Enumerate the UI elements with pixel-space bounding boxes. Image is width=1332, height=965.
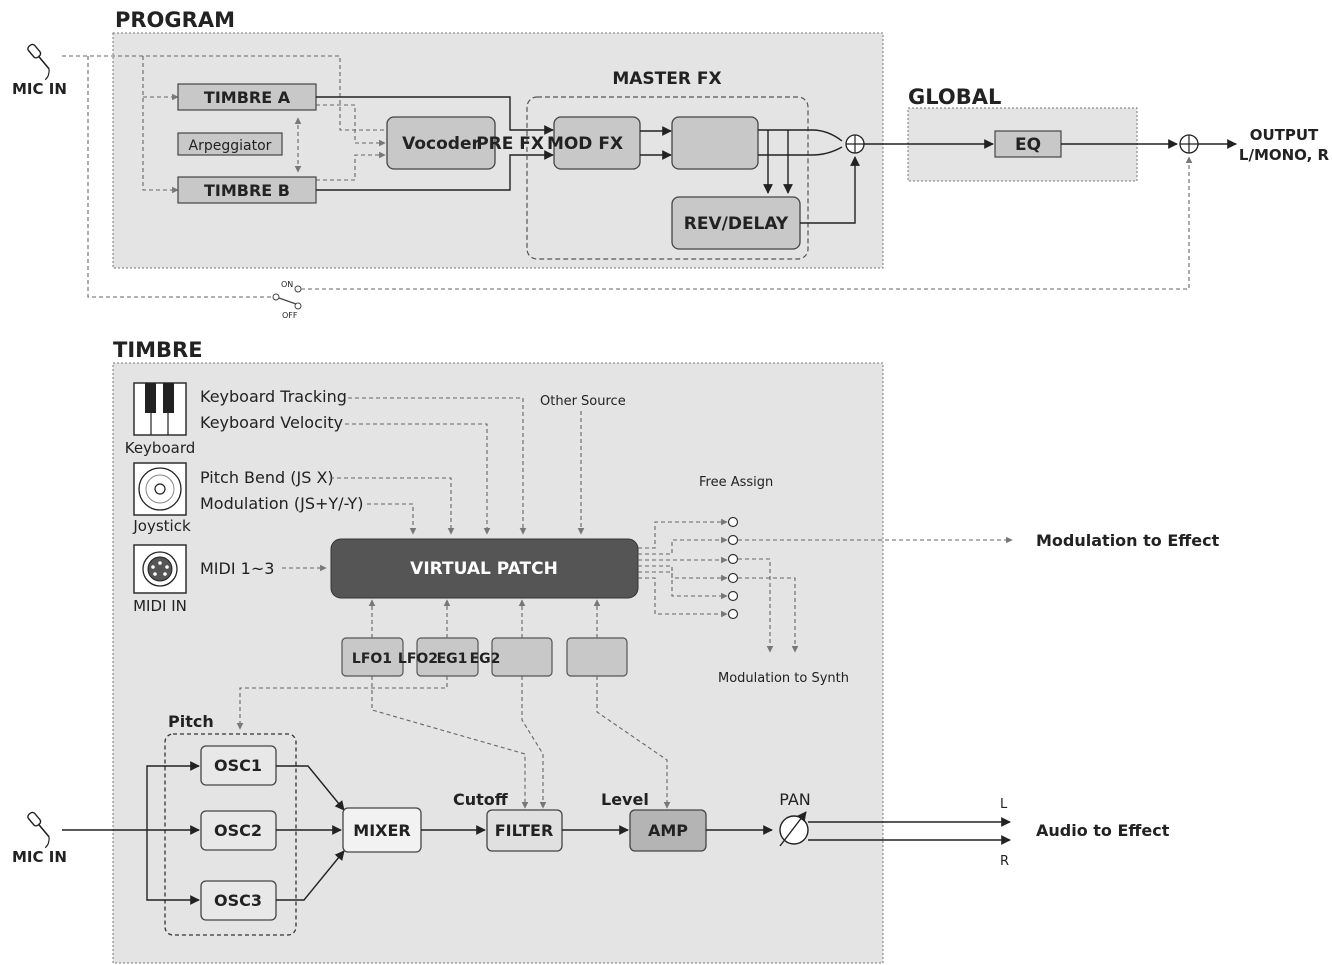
timbre-a-block [177, 83, 317, 111]
master-fx-title: MASTER FX [612, 69, 721, 89]
switch-off-label: OFF [282, 311, 298, 320]
pan-knob-icon [779, 811, 809, 847]
pre-fx-label: PRE FX [476, 134, 544, 154]
osc2-label: OSC2 [214, 821, 262, 840]
eg2-block [566, 637, 628, 677]
pitch-group [164, 733, 297, 936]
modulation-label: Modulation (JS+Y/-Y) [200, 494, 363, 513]
fx-block [671, 116, 759, 170]
pitch-label: Pitch [168, 712, 214, 731]
keyboard-tracking-label: Keyboard Tracking [200, 387, 347, 406]
output-label-line2: L/MONO, R [1239, 146, 1330, 164]
pan-label: PAN [779, 790, 811, 809]
keyboard-velocity-label: Keyboard Velocity [200, 413, 343, 432]
osc1-label: OSC1 [214, 756, 262, 775]
pitch-bend-label: Pitch Bend (JS X) [200, 468, 334, 487]
microphone-icon [27, 811, 50, 849]
other-source-label: Other Source [540, 394, 626, 409]
mod-fx-block [553, 116, 641, 170]
arpeggiator-block [177, 132, 283, 156]
eq-block [994, 130, 1062, 158]
amp-label: AMP [648, 821, 688, 840]
microphone-icon [27, 43, 50, 81]
timbre-title: TIMBRE [113, 338, 203, 362]
program-title: PROGRAM [115, 8, 235, 32]
keyboard-icon [133, 382, 187, 436]
mixer-label: MIXER [353, 821, 410, 840]
osc3-label: OSC3 [214, 891, 262, 910]
mic-in-label-bottom: MIC IN [12, 848, 67, 866]
switch-on-label: ON [281, 280, 293, 289]
modulation-to-synth-label: Modulation to Synth [718, 671, 849, 686]
summing-node-icon [845, 134, 865, 154]
joystick-label: Joystick [132, 517, 191, 535]
virtual-patch-label: VIRTUAL PATCH [410, 559, 558, 579]
lfo2-label: LFO2 [398, 651, 438, 667]
eg1-block [491, 637, 553, 677]
timbre-a-label: TIMBRE A [204, 88, 291, 107]
eg2-label: EG2 [470, 651, 501, 667]
mic-in-label-top: MIC IN [12, 80, 67, 98]
modulation-to-effect-label: Modulation to Effect [1036, 531, 1220, 550]
midi-cc-label: MIDI 1~3 [200, 559, 274, 578]
virtual-patch-block [330, 538, 639, 599]
midi-connector-icon [133, 544, 187, 594]
master-fx-group [526, 96, 809, 260]
mod-fx-label: MOD FX [547, 134, 623, 154]
keyboard-label: Keyboard [125, 439, 196, 457]
global-title: GLOBAL [908, 85, 1001, 109]
free-assign-label: Free Assign [699, 475, 773, 490]
vocoder-block [386, 116, 496, 170]
free-assign-terminals [727, 516, 739, 620]
audio-to-effect-label: Audio to Effect [1036, 821, 1170, 840]
arpeggiator-label: Arpeggiator [189, 138, 272, 154]
joystick-icon [133, 462, 187, 516]
output-label-line1: OUTPUT [1250, 126, 1319, 144]
summing-node-icon [1179, 134, 1199, 154]
lfo1-label: LFO1 [352, 651, 392, 667]
output-l-label: L [1000, 797, 1008, 812]
eq-label: EQ [1015, 135, 1041, 155]
on-off-switch-icon [272, 285, 302, 310]
vocoder-label: Vocoder [402, 134, 480, 154]
timbre-b-block [177, 176, 317, 204]
level-label: Level [601, 790, 649, 809]
filter-label: FILTER [495, 821, 554, 840]
timbre-b-label: TIMBRE B [204, 181, 290, 200]
rev-delay-label: REV/DELAY [684, 214, 789, 234]
output-r-label: R [1000, 854, 1009, 869]
cutoff-label: Cutoff [453, 790, 509, 809]
midi-in-label: MIDI IN [133, 597, 187, 615]
eg1-label: EG1 [437, 651, 468, 667]
